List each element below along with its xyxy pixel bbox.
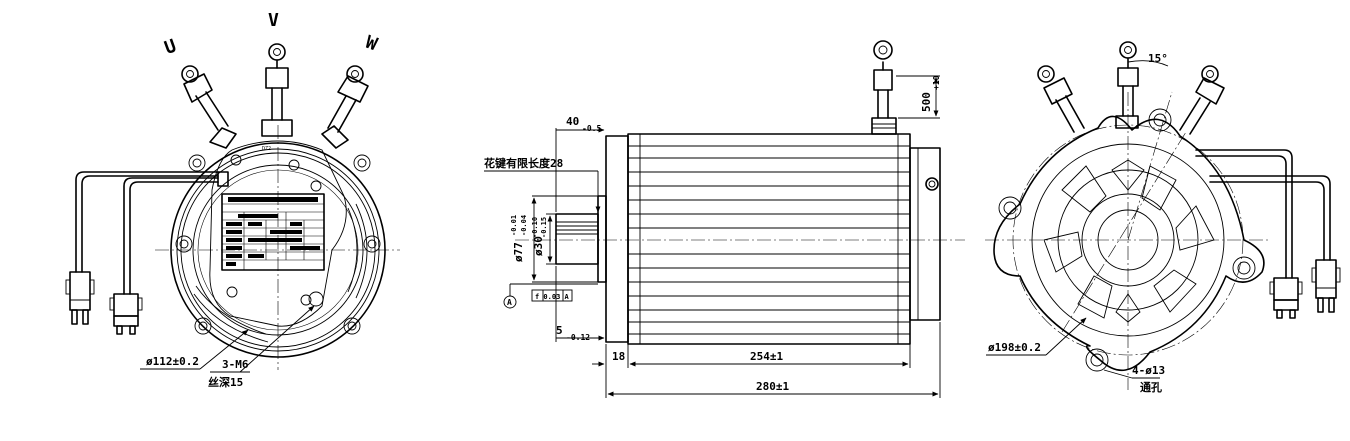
dim-total-len: 280±1 <box>756 380 789 393</box>
dim-lead-tol: +10 <box>932 75 941 90</box>
rear-end-view: DZ2 U V W <box>65 10 400 389</box>
sensor-cable-right <box>1195 149 1341 319</box>
dim-flange-thk: 18 <box>612 350 625 363</box>
dim-shaft-tol-up: -0.10 <box>531 217 539 238</box>
lead-u <box>181 65 229 131</box>
dim-shaft-len-top: 40 <box>566 115 579 128</box>
front-end-view: 15° ø198±0.2 4-ø13 通孔 <box>985 41 1341 394</box>
dim-pcd-right: ø198±0.2 <box>988 341 1041 354</box>
dim-spline-len: 花键有限长度28 <box>484 156 563 170</box>
side-view: 500 +10 40 -0.5 花键有限长度28 ø77 -0.01 -0.04… <box>484 40 965 398</box>
sensor-cable <box>65 171 229 335</box>
dim-key-tol: -0.12 <box>566 333 590 342</box>
dim-flange-dia-left: ø112±0.2 <box>146 355 199 368</box>
dim-mount-holes-note: 通孔 <box>1140 381 1162 394</box>
nameplate-rows <box>222 197 324 270</box>
runout-frame: f 0.03 A <box>535 293 570 301</box>
dim-spigot-dia: ø77 <box>512 242 525 262</box>
dim-mount-holes: 4-ø13 <box>1132 364 1165 377</box>
dim-body-len: 254±1 <box>750 350 783 363</box>
phase-u-label: U <box>162 36 179 59</box>
dim-thread-holes: 3-M6 <box>222 358 249 371</box>
dim-shaft-tol-dn: -0.15 <box>540 217 548 238</box>
dim-spigot-tol-dn: -0.04 <box>520 215 528 236</box>
nameplate-code: DZ2 <box>262 146 271 152</box>
dim-lead-len: 500 <box>920 92 933 112</box>
dim-shaft-len-top-tol: -0.5 <box>582 124 601 133</box>
cooling-fins <box>628 145 910 335</box>
dim-key-width: 5 <box>556 324 563 337</box>
lead-v <box>265 43 289 121</box>
dim-angle: 15° <box>1148 52 1168 65</box>
datum-a: A <box>507 298 512 307</box>
phase-w-label: W <box>363 32 381 55</box>
dim-spigot-tol-up: -0.01 <box>510 215 518 236</box>
lead-w <box>327 65 369 133</box>
dim-shaft-dia: ø30 <box>532 236 545 256</box>
phase-v-label: V <box>268 10 279 31</box>
dim-thread-depth: 丝深15 <box>208 375 243 389</box>
